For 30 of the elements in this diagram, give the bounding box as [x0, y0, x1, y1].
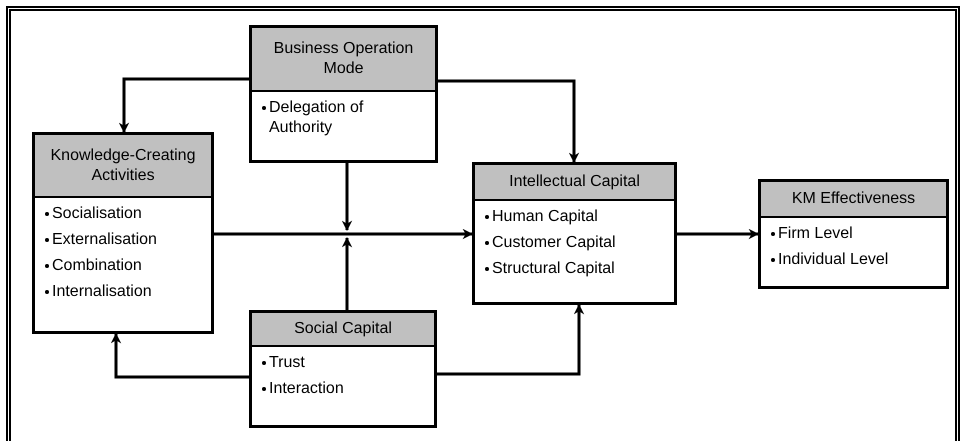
box-title: Social Capital [294, 319, 392, 339]
box-title: Business Operation Mode [272, 39, 414, 79]
arrow [110, 332, 249, 378]
box-title: Intellectual Capital [509, 172, 640, 192]
list-item: Delegation of Authority [269, 98, 364, 138]
arrow [438, 80, 580, 164]
list-item: Interaction [269, 379, 344, 399]
list-item: Socialisation [52, 204, 142, 224]
list-item: Individual Level [778, 250, 888, 270]
list-item: Trust [269, 353, 305, 373]
category-box [249, 25, 438, 163]
list-item: Structural Capital [492, 259, 615, 279]
list-item: Human Capital [492, 207, 598, 227]
list-item: Internalisation [52, 282, 152, 302]
category-box [472, 162, 677, 305]
box-title: Knowledge-Creating Activities [50, 146, 196, 186]
arrow [342, 236, 352, 310]
list-item: Combination [52, 256, 142, 276]
arrow [118, 78, 249, 134]
list-item: Customer Capital [492, 233, 616, 253]
category-box [32, 132, 214, 334]
arrow [342, 163, 352, 232]
category-box [249, 310, 437, 428]
arrow [677, 228, 760, 240]
arrow [214, 228, 474, 240]
list-item: Firm Level [778, 224, 853, 244]
list-item: Externalisation [52, 230, 157, 250]
arrow [437, 304, 584, 376]
category-box [758, 179, 949, 289]
box-title: KM Effectiveness [792, 189, 916, 209]
